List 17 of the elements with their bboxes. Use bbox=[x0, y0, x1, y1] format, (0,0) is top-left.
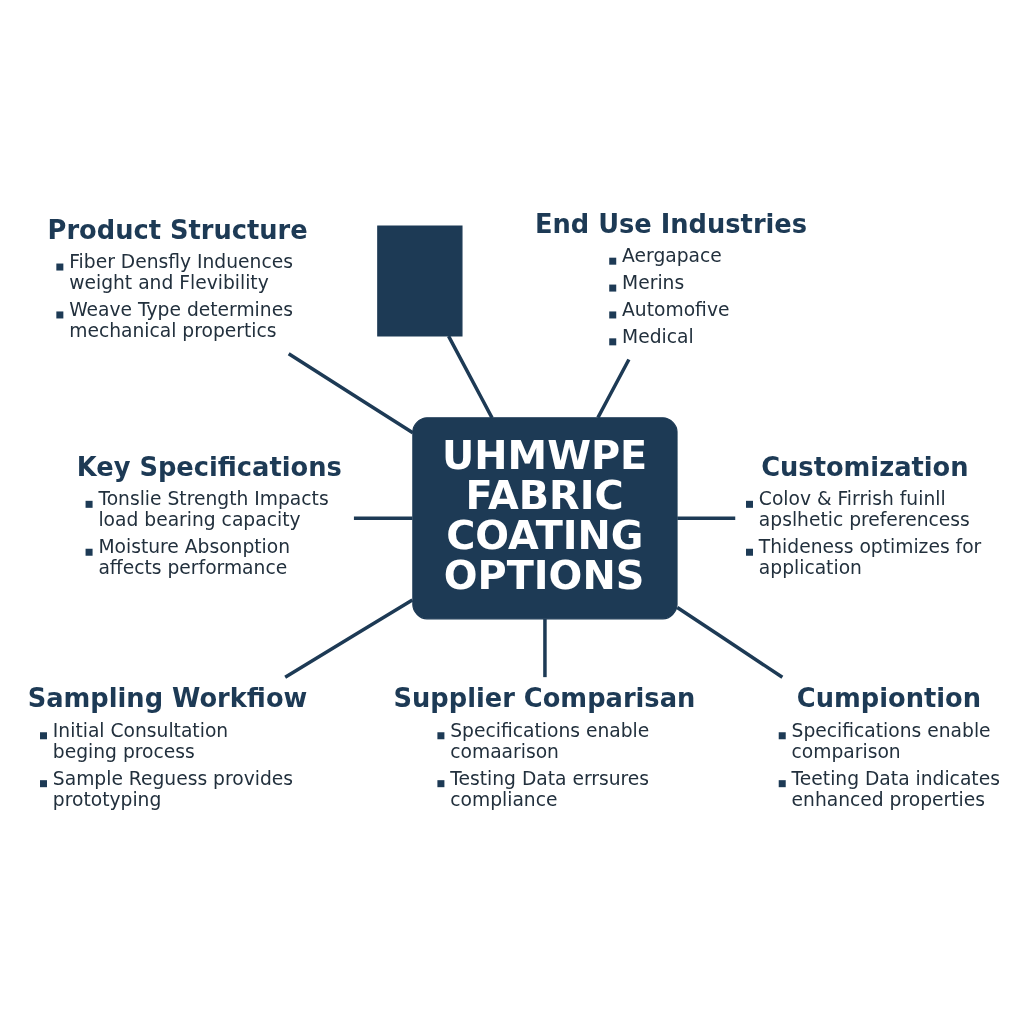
node-box: UHMWPE FABRIC COATING OPTIONS bbox=[411, 416, 678, 619]
connector bbox=[595, 358, 630, 418]
connector bbox=[287, 351, 414, 434]
connector bbox=[446, 334, 494, 419]
node-text: Sampling Workfiow Initial Consultation beging process Sample Reguess provides prototyping bbox=[27, 682, 307, 810]
connector bbox=[353, 516, 412, 520]
node-box bbox=[376, 225, 463, 337]
node-text: Product Structure Fiber Densfly Induences weight and Flevibility Weave Type determines mechanical propertics bbox=[47, 214, 308, 341]
connector bbox=[675, 605, 783, 679]
node-text: End Use Industries Aergapace Merins Automofive Medical bbox=[534, 208, 807, 347]
connector bbox=[542, 618, 547, 677]
node-text: Key Specifications Tonslie Strength Impacts load bearing capacity Moisture Absonption affects performance bbox=[76, 451, 342, 578]
node-text: Supplier Comparisan Specifications enable comaarison Testing Data errsures compliance bbox=[393, 682, 695, 810]
node-text: Customization Colov & Firrish fuinll apslhetic preferencess Thideness optimizes for application bbox=[758, 451, 981, 578]
node-text: Cumpiontion Specifications enable comparison Teeting Data indicates enhanced properties bbox=[791, 682, 1000, 810]
connector bbox=[283, 597, 413, 679]
connector bbox=[676, 516, 735, 520]
